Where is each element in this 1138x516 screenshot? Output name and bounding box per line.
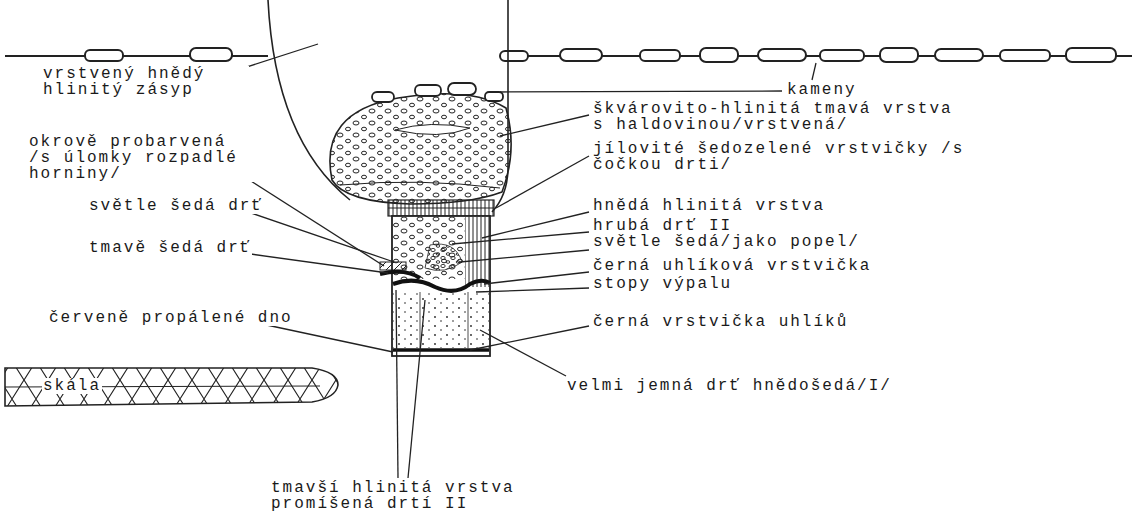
layer-label: tmavší hlinitá vrstva promíšená drtí II: [270, 480, 562, 512]
layer-label: hrubá drť II: [592, 218, 733, 234]
layer-label: černá uhlíková vrstvička: [592, 258, 872, 274]
layer-label: velmi jemná drť hnědošedá/I/: [566, 378, 893, 394]
layer-label: vrstvený hnědý hlinitý zásyp: [42, 66, 249, 98]
layer-label: světle šedá drť: [88, 198, 264, 214]
layer-label: červeně propálené dno: [48, 310, 294, 326]
layer-label: černá vrstvička uhlíků: [592, 314, 849, 330]
layer-label: stopy výpalu: [592, 276, 733, 292]
layer-label: okrově probarvená /s úlomky rozpadlé hor…: [28, 134, 260, 182]
layer-label: světle šedá/jako popel/: [592, 234, 861, 250]
layer-label: skála: [42, 378, 102, 394]
layer-label: škvárovito-hlinitá tmavá vrstva s haldov…: [592, 101, 966, 133]
layer-label: tmavě šedá drť: [88, 240, 252, 256]
layer-label: hnědá hlinitá vrstva: [592, 198, 826, 214]
layer-label: jílovité šedozelené vrstvičky /s čočkou …: [592, 141, 966, 173]
layer-label: kameny: [786, 82, 858, 98]
